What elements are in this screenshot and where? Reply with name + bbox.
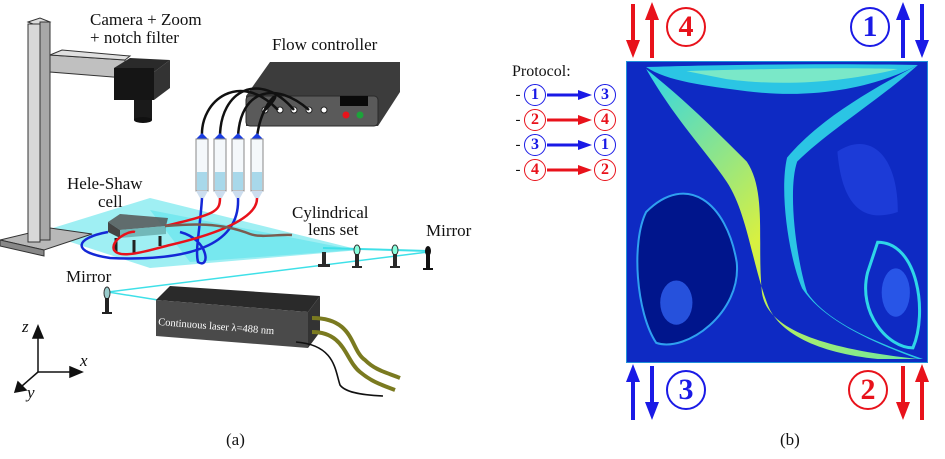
port-circle-to: 4 [594,109,616,131]
mirror-left [102,286,112,314]
cylindrical-lens-set [318,244,400,268]
port-circle-from: 4 [524,159,546,181]
protocol-arrow-icon [546,89,594,101]
axis-z-label: z [22,317,29,336]
axis-x-label: x [80,351,88,370]
cylindrical-lens-label: Cylindrical [292,203,369,222]
laser-cables [295,316,401,397]
axis-y-label: y [27,383,35,402]
left-vortex-ring [636,192,738,346]
caption-a: (a) [226,430,245,449]
main-yellow-filament [646,69,918,359]
camera [114,58,170,123]
right-vortex-ring [864,240,922,350]
bullet-dash: - [515,111,521,128]
axis-triad [13,324,84,393]
laser-box: Continuous laser λ=488 nm [156,286,320,348]
top-filament-core [686,68,898,83]
mirror-right [423,246,433,270]
port-circle-to: 2 [594,159,616,181]
port-circle-from: 2 [524,109,546,131]
hele-shaw-cell [108,214,168,254]
right-filament [784,65,923,359]
bullet-dash: - [515,161,521,178]
cylindrical-lens-label-line2: lens set [308,220,359,239]
flow-controller-label: Flow controller [272,35,378,54]
port-2-arrows-icon [896,364,929,420]
left-vortex-core [660,280,693,325]
camera-label: Camera + Zoom [90,10,202,29]
right-wedge [837,144,898,216]
port-2-label: 2 [848,370,888,410]
port-1-arrows-icon [896,2,929,58]
mirror-right-label: Mirror [426,221,472,240]
camera-label-line2: + notch filter [90,28,179,47]
cell-tubes [80,197,293,265]
mixing-field-image [626,61,928,363]
hele-shaw-label-line2: cell [98,192,123,211]
mirror-left-label: Mirror [66,267,112,286]
port-circle-from: 1 [524,84,546,106]
protocol-title: Protocol: [512,63,571,80]
protocol-step: - 1 3 [512,84,616,106]
bullet-dash: - [515,136,521,153]
panel-a-diagram: Continuous laser λ=488 nm [0,17,433,397]
laser-beam [322,247,429,252]
port-circle-to: 3 [594,84,616,106]
protocol-arrow-icon [546,164,594,176]
port-3-arrows-icon [626,364,659,420]
syringes [195,133,264,198]
port-circle-from: 3 [524,134,546,156]
flow-controller [245,62,400,127]
controller-tubes [200,87,310,138]
port-circle-to: 1 [594,134,616,156]
protocol-step: - 2 4 [512,109,616,131]
port-1-label: 1 [850,7,890,47]
right-vortex-core [881,268,910,317]
port-4-arrows-icon [626,2,659,58]
laser-beam [107,251,429,293]
caption-b: (b) [780,430,800,449]
protocol-arrow-icon [546,114,594,126]
port-4-label: 4 [666,7,706,47]
laser-beam [107,291,159,301]
port-3-label: 3 [666,370,706,410]
camera-stand [0,17,132,257]
bullet-dash: - [515,86,521,103]
protocol-step: - 4 2 [512,159,616,181]
hele-shaw-label: Hele-Shaw [67,174,143,193]
protocol-arrow-icon [546,139,594,151]
protocol-step: - 3 1 [512,134,616,156]
